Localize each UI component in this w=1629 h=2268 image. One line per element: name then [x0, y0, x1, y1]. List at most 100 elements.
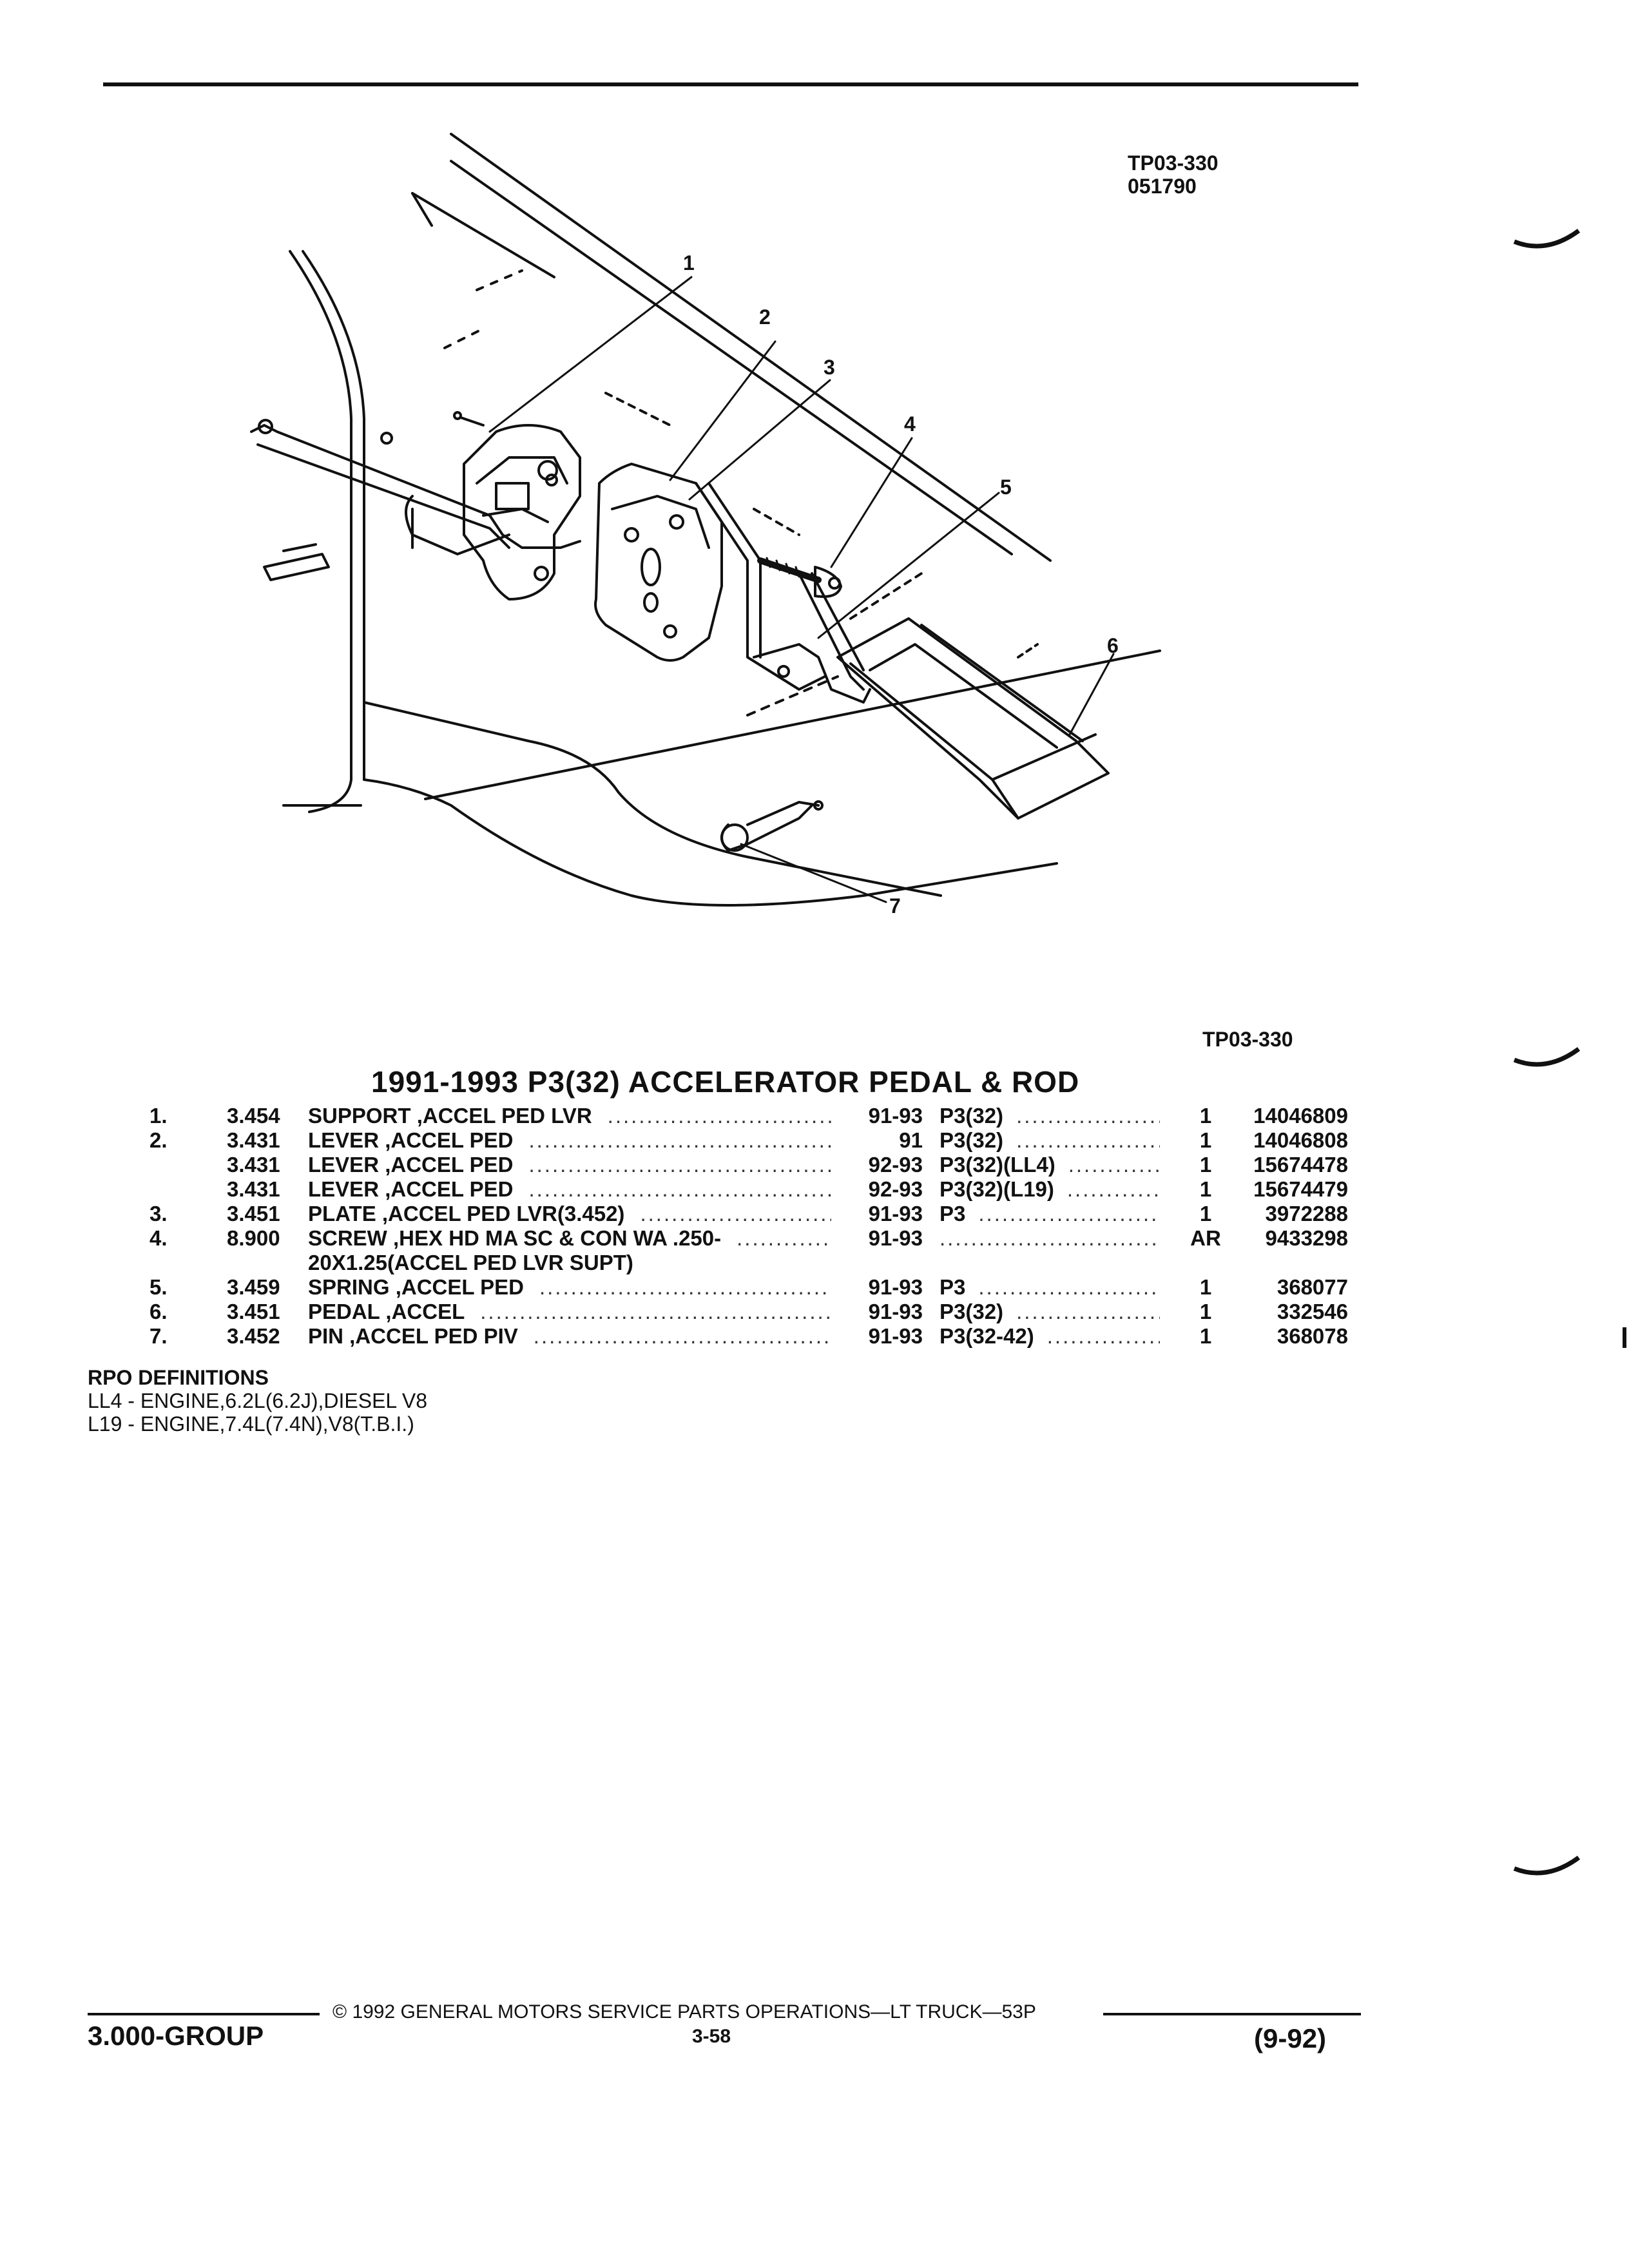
leader-dots: ........................................…: [1066, 1177, 1160, 1201]
table-row: 6. 3.451 PEDAL ,ACCEL 91-93 P3(32) 1 332…: [0, 1299, 1629, 1325]
table-row: 4. 8.900 SCREW ,HEX HD MA SC & CON WA .2…: [0, 1225, 1629, 1251]
model-years: 91-93: [868, 1104, 923, 1128]
part-description: LEVER ,ACCEL PED: [308, 1153, 514, 1177]
page-number: 3-58: [692, 2026, 731, 2047]
leader-dots: ........................................…: [480, 1300, 831, 1323]
leader-dots: ........................................…: [533, 1324, 831, 1348]
part-description: PEDAL ,ACCEL: [308, 1300, 465, 1323]
callout-2: 2: [759, 305, 771, 329]
table-row: 20X1.25(ACCEL PED LVR SUPT): [0, 1250, 1629, 1276]
figure-date: 051790: [1128, 175, 1197, 198]
section-title: 1991-1993 P3(32) ACCELERATOR PEDAL & ROD: [371, 1065, 1080, 1099]
part-description: PIN ,ACCEL PED PIV: [308, 1324, 518, 1348]
group-number: 8.900: [227, 1226, 280, 1250]
item-number: 1.: [149, 1104, 168, 1128]
quantity: 1: [1199, 1275, 1212, 1299]
model-years: 91-93: [868, 1300, 923, 1323]
callout-6: 6: [1107, 634, 1119, 657]
revision-date: (9-92): [1254, 2023, 1327, 2053]
parts-table: 1. 3.454 SUPPORT ,ACCEL PED LVR 91-93 P3…: [0, 1103, 1629, 1361]
top-rule: [103, 82, 1358, 86]
model-code: P3(32): [940, 1300, 1004, 1323]
figure-code: TP03-330: [1128, 151, 1219, 175]
part-number: 368077: [1277, 1275, 1348, 1299]
leader-dots: ........................................…: [539, 1275, 831, 1299]
item-number: 2.: [149, 1128, 168, 1152]
leader-dots: ........................................…: [1068, 1153, 1160, 1177]
quantity: AR: [1190, 1226, 1221, 1250]
copyright-notice: © 1992 GENERAL MOTORS SERVICE PARTS OPER…: [333, 2001, 1036, 2023]
part-description: PLATE ,ACCEL PED LVR(3.452): [308, 1202, 625, 1225]
leader-dots: ........................................…: [1016, 1104, 1160, 1128]
part-number: 3972288: [1265, 1202, 1348, 1225]
group-number: 3.459: [227, 1275, 280, 1299]
part-description: SCREW ,HEX HD MA SC & CON WA .250-: [308, 1226, 722, 1250]
group-number: 3.452: [227, 1324, 280, 1348]
leader-dots: ........................................…: [737, 1226, 831, 1250]
item-number: 4.: [149, 1226, 168, 1250]
part-number: 14046808: [1253, 1128, 1348, 1152]
quantity: 1: [1199, 1128, 1212, 1152]
group-number: 3.451: [227, 1202, 280, 1225]
table-row: 3.431 LEVER ,ACCEL PED 92-93 P3(32)(LL4)…: [0, 1152, 1629, 1178]
leader-dots: ........................................…: [1016, 1300, 1160, 1323]
model-code: P3(32-42): [940, 1324, 1034, 1348]
table-row: 1. 3.454 SUPPORT ,ACCEL PED LVR 91-93 P3…: [0, 1103, 1629, 1129]
table-row: 3.431 LEVER ,ACCEL PED 92-93 P3(32)(L19)…: [0, 1177, 1629, 1202]
model-years: 92-93: [868, 1177, 923, 1201]
quantity: 1: [1199, 1300, 1212, 1323]
rpo-definition: LL4 - ENGINE,6.2L(6.2J),DIESEL V8: [88, 1389, 428, 1412]
model-years: 92-93: [868, 1153, 923, 1177]
table-row: 5. 3.459 SPRING ,ACCEL PED 91-93 P3 1 36…: [0, 1274, 1629, 1300]
callout-1: 1: [683, 251, 695, 274]
part-description: 20X1.25(ACCEL PED LVR SUPT): [308, 1251, 633, 1274]
part-description: SUPPORT ,ACCEL PED LVR: [308, 1104, 592, 1128]
part-number: 332546: [1277, 1300, 1348, 1323]
footer-rule-left: [88, 2013, 320, 2015]
model-years: 91: [899, 1128, 923, 1152]
leader-dots: ........................................…: [528, 1128, 831, 1152]
callout-4: 4: [904, 412, 916, 436]
model-years: 91-93: [868, 1275, 923, 1299]
model-code: P3(32)(L19): [940, 1177, 1054, 1201]
item-number: 3.: [149, 1202, 168, 1225]
leader-dots: ........................................…: [640, 1202, 831, 1225]
leader-dots: ........................................…: [528, 1153, 831, 1177]
model-code: P3(32)(LL4): [940, 1153, 1055, 1177]
leader-dots: ........................................…: [607, 1104, 831, 1128]
quantity: 1: [1199, 1202, 1212, 1225]
part-description: LEVER ,ACCEL PED: [308, 1128, 514, 1152]
model-code: P3: [940, 1275, 966, 1299]
part-number: 9433298: [1265, 1226, 1348, 1250]
rpo-definition: L19 - ENGINE,7.4L(7.4N),V8(T.B.I.): [88, 1412, 414, 1436]
group-number: 3.431: [227, 1153, 280, 1177]
callout-3: 3: [824, 356, 835, 379]
model-years: 91-93: [868, 1202, 923, 1225]
part-number: 368078: [1277, 1324, 1348, 1348]
group-number: 3.454: [227, 1104, 280, 1128]
figure-reference: TP03-330: [1202, 1028, 1293, 1051]
leader-dots: ........................................…: [940, 1226, 1160, 1250]
model-years: 91-93: [868, 1324, 923, 1348]
model-code: P3(32): [940, 1128, 1004, 1152]
table-row: 7. 3.452 PIN ,ACCEL PED PIV 91-93 P3(32-…: [0, 1323, 1629, 1349]
rpo-heading: RPO DEFINITIONS: [88, 1366, 269, 1389]
quantity: 1: [1199, 1153, 1212, 1177]
group-number: 3.431: [227, 1128, 280, 1152]
model-code: P3(32): [940, 1104, 1004, 1128]
exploded-diagram: [250, 133, 1161, 907]
item-number: 6.: [149, 1300, 168, 1323]
group-number: 3.451: [227, 1300, 280, 1323]
table-row: 3. 3.451 PLATE ,ACCEL PED LVR(3.452) 91-…: [0, 1201, 1629, 1227]
model-code: P3: [940, 1202, 966, 1225]
callout-7: 7: [889, 894, 901, 918]
group-number: 3.431: [227, 1177, 280, 1201]
part-description: LEVER ,ACCEL PED: [308, 1177, 514, 1201]
item-number: 5.: [149, 1275, 168, 1299]
part-number: 15674479: [1253, 1177, 1348, 1201]
edge-marks: [1513, 229, 1626, 1876]
part-description: SPRING ,ACCEL PED: [308, 1275, 524, 1299]
leader-dots: ........................................…: [978, 1275, 1160, 1299]
table-row: 2. 3.431 LEVER ,ACCEL PED 91 P3(32) 1 14…: [0, 1128, 1629, 1153]
part-number: 14046809: [1253, 1104, 1348, 1128]
